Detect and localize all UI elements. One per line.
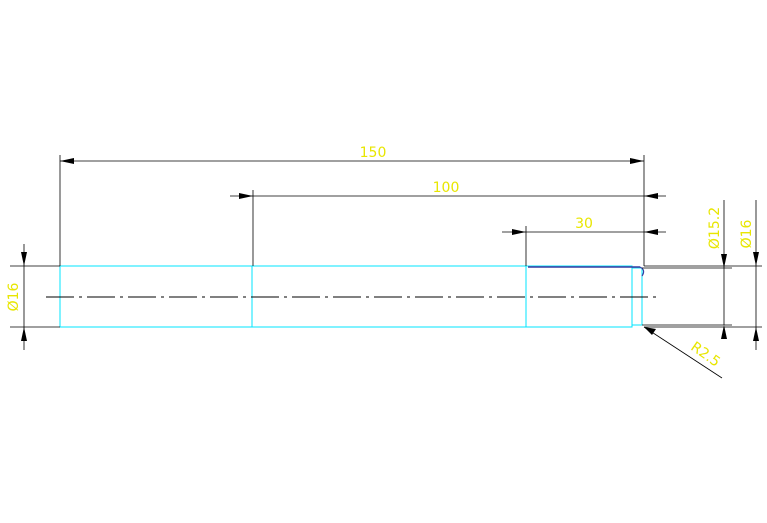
arrow-30-left [512, 229, 526, 235]
dim-text-150: 150 [360, 145, 387, 161]
arrow-d16-right-top [753, 252, 759, 266]
arrow-d16-right-bottom [753, 327, 759, 341]
arrow-150-right [630, 158, 644, 164]
dim-text-d16-right: Ø16 [739, 219, 755, 248]
fillet-corner [639, 266, 645, 277]
arrow-30-right [644, 229, 658, 235]
arrow-d15-top [721, 254, 727, 268]
dim-text-d15: Ø15.2 [707, 207, 723, 249]
arrow-100-left [239, 193, 253, 199]
arrow-r25 [644, 327, 656, 335]
dimension-geometry [10, 155, 762, 379]
arrow-150-left [60, 158, 74, 164]
arrow-d16-left-top [21, 252, 27, 266]
dim-text-d16-left: Ø16 [6, 282, 22, 311]
dim-text-100: 100 [433, 180, 460, 196]
arrow-d15-bottom [721, 325, 727, 339]
part-outline [59, 265, 643, 328]
leader-r25 [643, 326, 723, 379]
drawing-area [0, 142, 767, 378]
shaft-end-groove [631, 267, 643, 326]
arrow-d16-left-bottom [21, 327, 27, 341]
dim-text-30: 30 [575, 216, 593, 232]
